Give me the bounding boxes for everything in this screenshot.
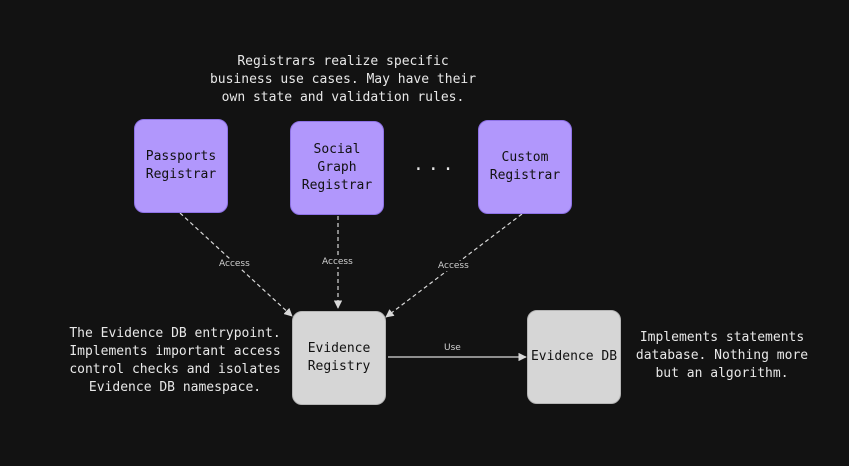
registry-use-label: Use [442, 343, 463, 353]
evidence-registry-node: Evidence Registry [292, 311, 386, 405]
passports-registrar-node: Passports Registrar [134, 119, 228, 213]
registrars-note: Registrars realize specific business use… [209, 54, 477, 105]
custom-access-label: Access [436, 261, 471, 271]
passports-access-label: Access [217, 259, 252, 269]
social-access-label: Access [320, 257, 355, 267]
evidence-db-node: Evidence DB [527, 310, 621, 404]
custom-registrar-node: Custom Registrar [478, 120, 572, 214]
evidence-db-note: Implements statements database. Nothing … [635, 330, 809, 381]
social-graph-registrar-node: Social Graph Registrar [290, 121, 384, 215]
more-registrars-ellipsis: ... [413, 154, 458, 175]
evidence-registry-note: The Evidence DB entrypoint. Implements i… [69, 326, 281, 395]
edge-passports-to-registry [179, 212, 293, 317]
